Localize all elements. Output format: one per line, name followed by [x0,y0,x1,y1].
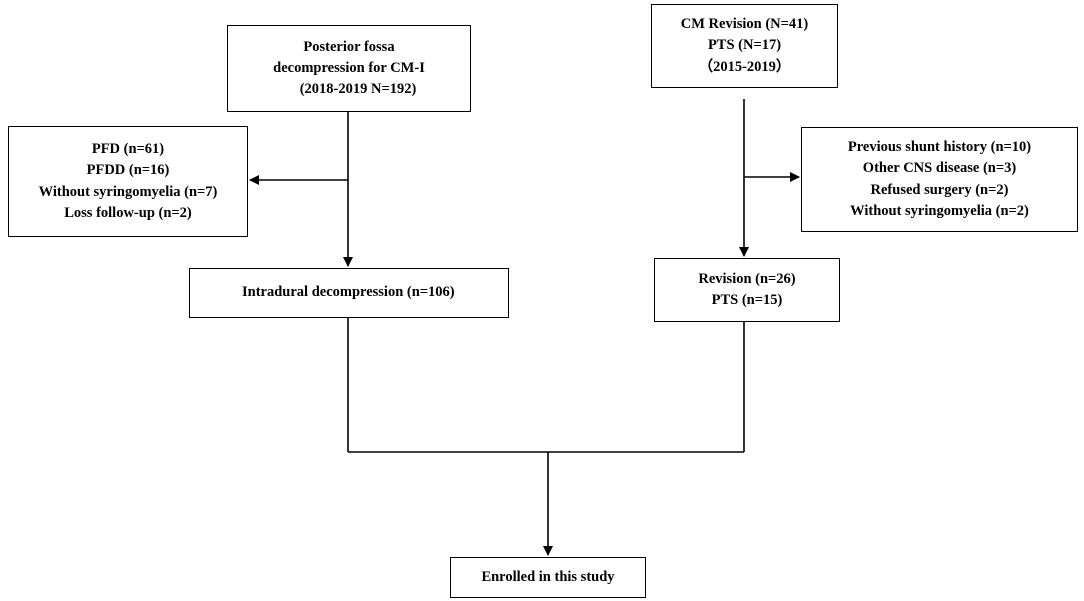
right-exclusions-box: Previous shunt history (n=10) Other CNS … [801,127,1078,232]
left-excl-line-2: PFDD (n=16) [86,162,170,179]
cm-rev-line-3: （2015-2019） [698,58,791,75]
right-excl-line-2: Other CNS disease (n=3) [862,160,1017,177]
cm-revision-cohort-box: CM Revision (N=41) PTS (N=17) （2015-2019… [651,4,838,88]
enrolled-box: Enrolled in this study [450,557,646,598]
intradural-line-1: Intradural decompression (n=106) [242,284,455,301]
enrolled-line-1: Enrolled in this study [481,568,615,585]
right-excl-line-3: Refused surgery (n=2) [870,181,1009,198]
right-excl-line-4: Without syringomyelia (n=2) [850,202,1029,219]
cm-rev-line-1: CM Revision (N=41) [680,16,809,33]
revision-line-2: PTS (n=15) [711,292,783,308]
cm-rev-line-2: PTS (N=17) [707,37,782,54]
intradural-decompression-box: Intradural decompression (n=106) [189,268,509,318]
left-excl-line-4: Loss follow-up (n=2) [64,204,192,221]
right-excl-line-1: Previous shunt history (n=10) [847,139,1032,156]
revision-line-1: Revision (n=26) [698,270,796,287]
pfd-line-2: decompression for CM-I [273,59,425,76]
pfd-cohort-box: Posterior fossa decompression for CM-I (… [227,25,471,112]
pfd-line-3: (2018-2019 N=192) [299,81,417,97]
left-exclusions-box: PFD (n=61) PFDD (n=16) Without syringomy… [8,126,248,237]
left-excl-line-1: PFD (n=61) [91,141,165,158]
left-excl-line-3: Without syringomyelia (n=7) [38,183,218,200]
revision-pts-box: Revision (n=26) PTS (n=15) [654,258,840,322]
pfd-line-1: Posterior fossa [303,38,395,55]
